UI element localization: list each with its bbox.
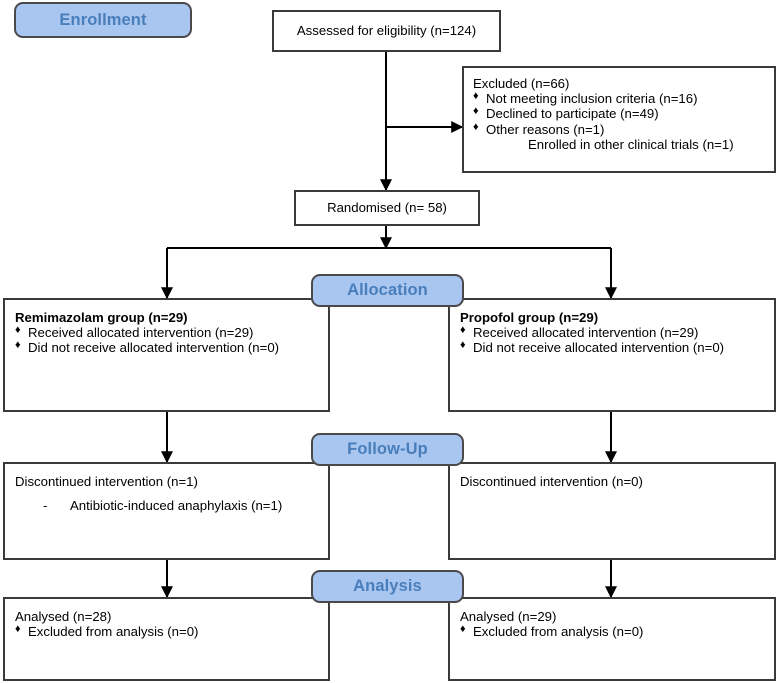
box-analysis-propofol: Analysed (n=29) ♦ Excluded from analysis… (448, 597, 776, 681)
followup-sub-reason: Antibiotic-induced anaphylaxis (n=1) (70, 498, 283, 514)
randomised-text: Randomised (n= 58) (327, 200, 447, 216)
diamond-bullet-icon: ♦ (473, 90, 479, 103)
assessed-text: Assessed for eligibility (n=124) (296, 23, 477, 39)
box-excluded: Excluded (n=66) ♦ Not meeting inclusion … (462, 66, 776, 173)
allocation-right-list: ♦ Received allocated intervention (n=29)… (460, 324, 764, 356)
followup-heading: Discontinued intervention (n=1) (15, 474, 198, 489)
list-item: ♦ Declined to participate (n=49) (473, 105, 765, 122)
excluded-sub-reason: Enrolled in other clinical trials (n=1) (528, 136, 734, 152)
list-item-label: Excluded from analysis (n=0) (28, 624, 199, 640)
box-allocation-propofol: Propofol group (n=29) ♦ Received allocat… (448, 298, 776, 412)
list-item: ♦ Did not receive allocated intervention… (15, 339, 318, 356)
group-title: Propofol group (n=29) (460, 310, 599, 325)
followup-heading: Discontinued intervention (n=0) (460, 474, 643, 489)
box-analysis-remimazolam: Analysed (n=28) ♦ Excluded from analysis… (3, 597, 330, 681)
allocation-left-list: ♦ Received allocated intervention (n=29)… (15, 324, 318, 356)
box-allocation-remimazolam: Remimazolam group (n=29) ♦ Received allo… (3, 298, 330, 412)
diamond-bullet-icon: ♦ (460, 324, 466, 337)
diamond-bullet-icon: ♦ (473, 105, 479, 118)
list-item-label: Did not receive allocated intervention (… (28, 340, 280, 356)
box-randomised: Randomised (n= 58) (294, 190, 480, 226)
stage-label-allocation: Allocation (311, 274, 464, 307)
list-item: ♦ Excluded from analysis (n=0) (15, 623, 318, 640)
excluded-heading: Excluded (n=66) (473, 76, 570, 91)
list-item: ♦ Did not receive allocated intervention… (460, 339, 764, 356)
list-item-label: Received allocated intervention (n=29) (473, 325, 699, 341)
excluded-reason-list: ♦ Not meeting inclusion criteria (n=16) … (473, 90, 765, 137)
followup-sub-reason-row: - Antibiotic-induced anaphylaxis (n=1) (15, 498, 318, 513)
diamond-bullet-icon: ♦ (15, 324, 21, 337)
stage-label-followup-text: Follow-Up (347, 440, 428, 458)
box-followup-remimazolam: Discontinued intervention (n=1) - Antibi… (3, 462, 330, 560)
box-assessed-for-eligibility: Assessed for eligibility (n=124) (272, 10, 501, 52)
stage-label-followup: Follow-Up (311, 433, 464, 466)
analysis-left-list: ♦ Excluded from analysis (n=0) (15, 623, 318, 640)
list-item-label: Other reasons (n=1) (486, 121, 605, 137)
list-item: ♦ Excluded from analysis (n=0) (460, 623, 764, 640)
stage-label-allocation-text: Allocation (347, 281, 428, 299)
diamond-bullet-icon: ♦ (15, 623, 21, 636)
list-item-label: Excluded from analysis (n=0) (473, 624, 644, 640)
analysis-right-list: ♦ Excluded from analysis (n=0) (460, 623, 764, 640)
stage-label-analysis-text: Analysis (353, 577, 422, 595)
list-item: ♦ Received allocated intervention (n=29) (15, 324, 318, 341)
dash-icon: - (43, 498, 48, 514)
diamond-bullet-icon: ♦ (473, 120, 479, 133)
diamond-bullet-icon: ♦ (460, 339, 466, 352)
diamond-bullet-icon: ♦ (460, 623, 466, 636)
list-item-label: Not meeting inclusion criteria (n=16) (486, 91, 698, 107)
list-item-label: Received allocated intervention (n=29) (28, 325, 254, 341)
diamond-bullet-icon: ♦ (15, 339, 21, 352)
list-item: ♦ Not meeting inclusion criteria (n=16) (473, 90, 765, 107)
stage-label-enrollment-text: Enrollment (59, 10, 147, 29)
list-item: ♦ Other reasons (n=1) (473, 120, 765, 137)
stage-label-analysis: Analysis (311, 570, 464, 603)
list-item-label: Declined to participate (n=49) (486, 106, 659, 122)
analysis-heading: Analysed (n=28) (15, 609, 112, 624)
stage-label-enrollment: Enrollment (14, 2, 192, 38)
list-item: ♦ Received allocated intervention (n=29) (460, 324, 764, 341)
box-followup-propofol: Discontinued intervention (n=0) (448, 462, 776, 560)
group-title: Remimazolam group (n=29) (15, 310, 188, 325)
spacer (15, 489, 318, 498)
list-item-label: Did not receive allocated intervention (… (473, 340, 725, 356)
analysis-heading: Analysed (n=29) (460, 609, 557, 624)
